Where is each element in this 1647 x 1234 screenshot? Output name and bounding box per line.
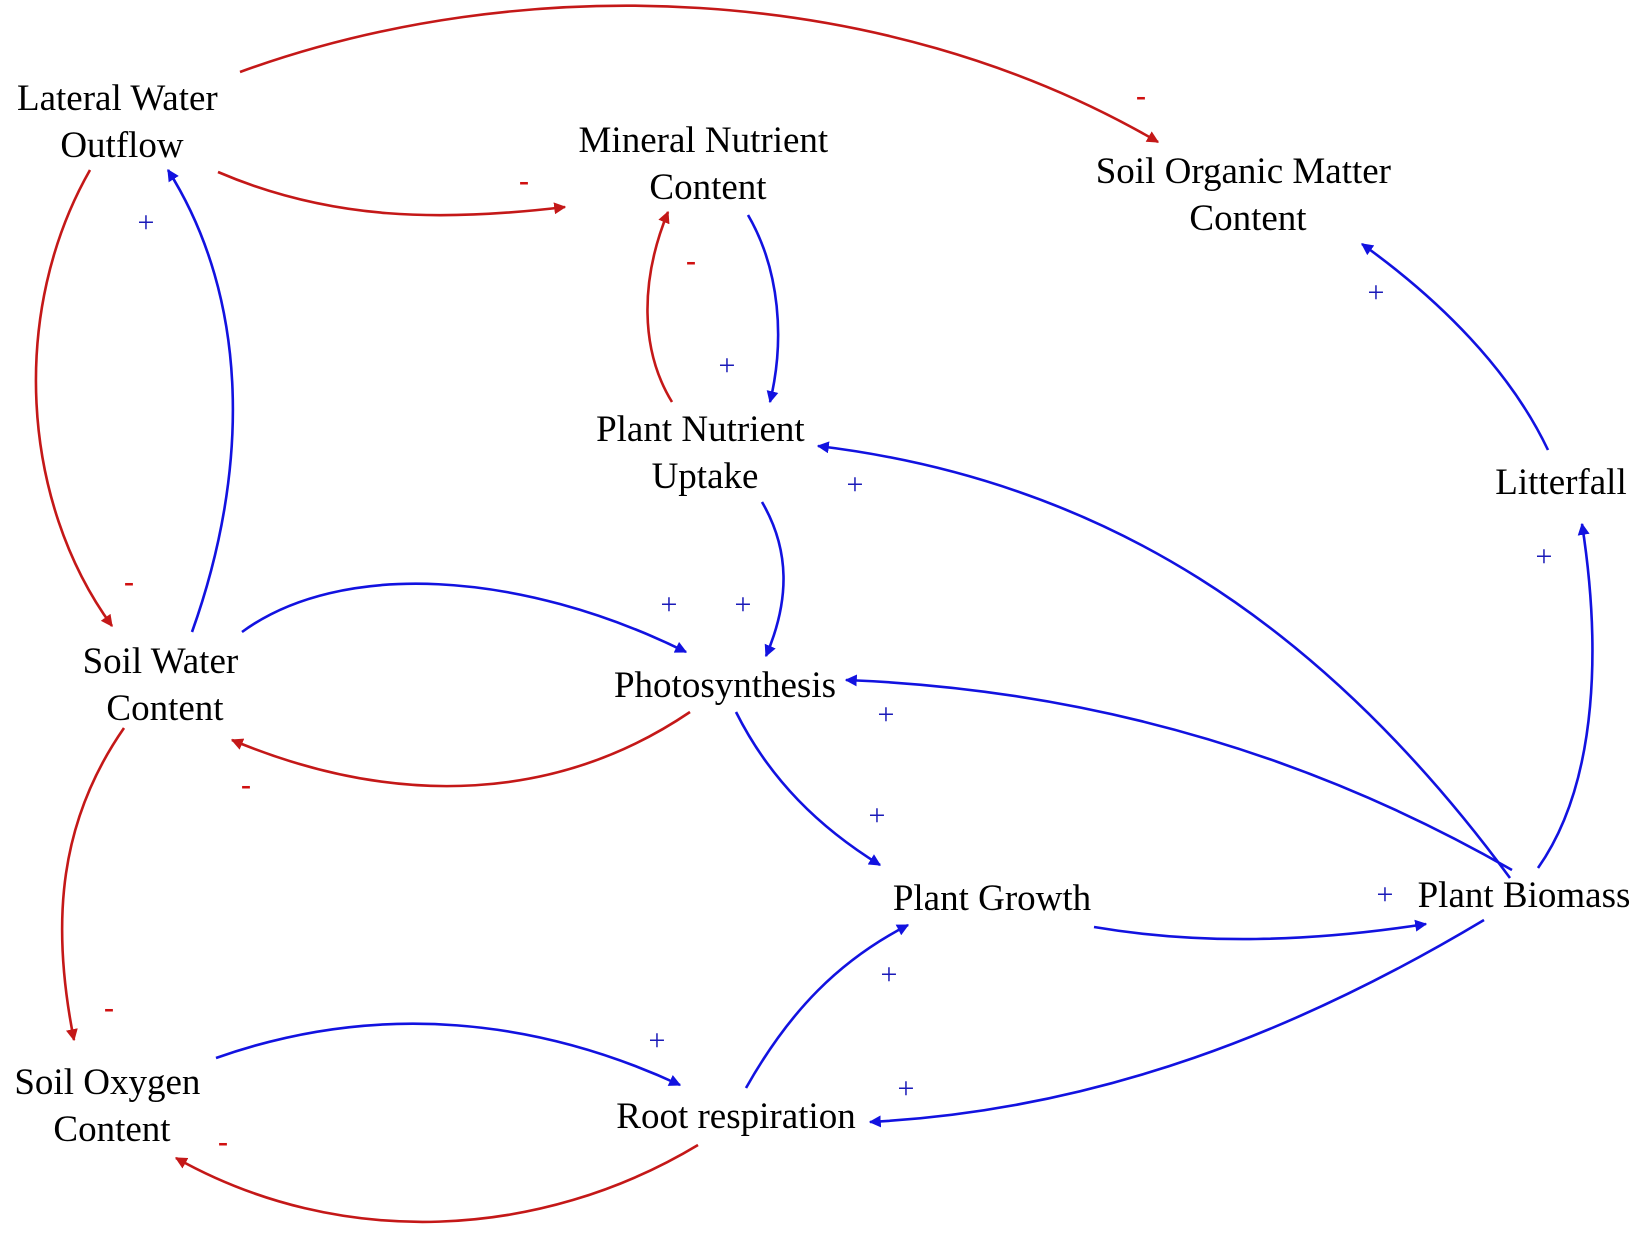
link-biomass-to-root-respiration [868, 918, 1485, 1128]
node-plant-growth: Plant Growth [893, 878, 1092, 919]
node-soil-organic-matter-content: Soil Organic Matter Content [1096, 151, 1401, 239]
node-mineral-nutrient-content: Mineral Nutrient Content [579, 120, 838, 208]
link-photosynthesis-to-plant-growth [734, 711, 882, 867]
polarity-plus: + [1368, 276, 1385, 309]
polarity-plus: + [661, 588, 678, 621]
link-mineral-nutrient-to-uptake [746, 214, 780, 404]
polarity-plus: + [735, 588, 752, 621]
polarity-minus: - [686, 244, 696, 277]
polarity-minus: - [124, 565, 134, 598]
polarity-plus: + [878, 698, 895, 731]
link-biomass-to-photosynthesis [844, 674, 1513, 872]
polarity-plus: + [1536, 540, 1553, 573]
node-root-respiration: Root respiration [616, 1096, 855, 1137]
link-lateral-outflow-to-soil-water [34, 169, 114, 627]
polarity-plus: + [138, 206, 155, 239]
node-litterfall: Litterfall [1495, 462, 1627, 503]
link-lateral-outflow-to-soil-organic-matter [239, 4, 1160, 144]
polarity-minus: - [1136, 79, 1146, 112]
link-soil-oxygen-to-root-respiration [215, 1022, 682, 1087]
polarity-plus: + [649, 1024, 666, 1057]
link-biomass-to-uptake [816, 441, 1512, 879]
link-soil-water-to-lateral-outflow [166, 168, 235, 633]
node-lateral-water-outflow: Lateral Water Outflow [17, 78, 227, 166]
link-lateral-outflow-to-mineral-nutrient [217, 170, 567, 217]
polarity-minus: - [241, 768, 251, 801]
link-soil-water-to-soil-oxygen [60, 727, 126, 1042]
link-plant-growth-to-biomass [1093, 919, 1428, 941]
nodes: Lateral Water Outflow Mineral Nutrient C… [14, 78, 1630, 1150]
link-uptake-to-photosynthesis [760, 501, 785, 658]
polarity-plus: + [719, 349, 736, 382]
polarity-minus: - [104, 991, 114, 1024]
link-soil-water-to-photosynthesis [241, 582, 688, 654]
link-photosynthesis-to-soil-water [230, 710, 691, 788]
polarity-minus: - [218, 1125, 228, 1158]
polarity-plus: + [898, 1072, 915, 1105]
polarity-plus: + [881, 958, 898, 991]
link-uptake-to-mineral-nutrient [646, 210, 674, 403]
link-root-respiration-to-soil-oxygen [174, 1143, 699, 1224]
polarity-markers: - - - - - - - + + + + + + + + + + + + + [104, 79, 1552, 1158]
node-plant-biomass: Plant Biomass [1418, 875, 1631, 916]
polarity-plus: + [1377, 878, 1394, 911]
node-photosynthesis: Photosynthesis [614, 665, 836, 706]
polarity-plus: + [869, 799, 886, 832]
node-soil-water-content: Soil Water Content [83, 641, 248, 729]
node-plant-nutrient-uptake: Plant Nutrient Uptake [596, 409, 814, 497]
link-biomass-to-litterfall [1536, 522, 1594, 869]
link-litterfall-to-soil-organic-matter [1361, 242, 1550, 451]
links [34, 4, 1594, 1224]
link-root-respiration-to-plant-growth [744, 923, 910, 1089]
polarity-minus: - [519, 164, 529, 197]
polarity-plus: + [847, 468, 864, 501]
node-soil-oxygen-content: Soil Oxygen Content [14, 1062, 209, 1150]
